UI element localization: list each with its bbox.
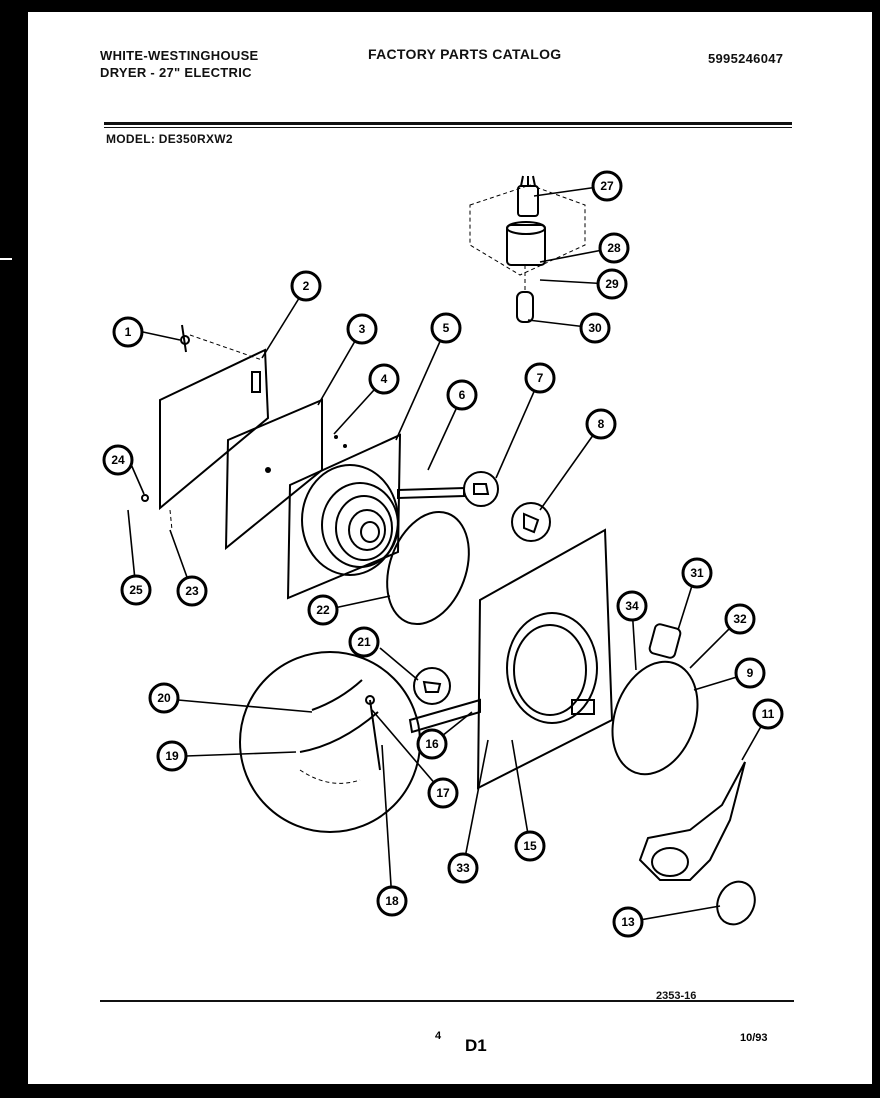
callout-27: 27 [591, 170, 623, 202]
callout-28: 28 [598, 232, 630, 264]
header-rule [104, 122, 792, 125]
callout-5: 5 [430, 312, 462, 344]
callout-17: 17 [427, 777, 459, 809]
svg-text:18: 18 [385, 894, 399, 908]
callout-29: 29 [596, 268, 628, 300]
svg-text:7: 7 [537, 371, 544, 385]
svg-text:23: 23 [185, 584, 199, 598]
door-seal-ring [386, 510, 470, 626]
svg-text:1: 1 [125, 325, 132, 339]
svg-text:15: 15 [523, 839, 537, 853]
svg-text:34: 34 [625, 599, 639, 613]
header-rule-thin [104, 127, 792, 128]
callout-1: 1 [112, 316, 144, 348]
callout-15: 15 [514, 830, 546, 862]
model-label: MODEL: [106, 132, 156, 146]
callout-22: 22 [307, 594, 339, 626]
callout-13: 13 [612, 906, 644, 938]
svg-text:6: 6 [459, 388, 466, 402]
callout-4: 4 [368, 363, 400, 395]
door-outer-panel [141, 324, 270, 531]
document-number: 5995246047 [708, 51, 784, 66]
callout-31: 31 [681, 557, 713, 589]
callout-24: 24 [102, 444, 134, 476]
svg-text:20: 20 [157, 691, 171, 705]
svg-text:9: 9 [747, 666, 754, 680]
model-line: MODEL: DE350RXW2 [106, 132, 233, 146]
callout-3: 3 [346, 313, 378, 345]
callout-9: 9 [734, 657, 766, 689]
duct-ring [716, 880, 756, 926]
callout-6: 6 [446, 379, 478, 411]
section-code: D1 [465, 1036, 487, 1055]
svg-text:17: 17 [436, 786, 450, 800]
callout-11: 11 [752, 698, 784, 730]
callout-30: 30 [579, 312, 611, 344]
motor-assembly [469, 175, 586, 323]
door-liner [286, 433, 402, 600]
svg-text:24: 24 [111, 453, 125, 467]
svg-text:28: 28 [607, 241, 621, 255]
callout-25: 25 [120, 574, 152, 606]
small-parts-magnified [397, 471, 551, 705]
svg-text:30: 30 [588, 321, 602, 335]
callout-16: 16 [416, 728, 448, 760]
svg-text:5: 5 [443, 321, 450, 335]
callout-33: 33 [447, 852, 479, 884]
svg-text:32: 32 [733, 612, 747, 626]
svg-text:31: 31 [690, 566, 704, 580]
callout-7: 7 [524, 362, 556, 394]
lint-duct [638, 761, 746, 881]
model-number: DE350RXW2 [158, 132, 233, 146]
callout-32: 32 [724, 603, 756, 635]
svg-text:4: 4 [381, 372, 388, 386]
catalog-title: FACTORY PARTS CATALOG [368, 46, 562, 62]
latch-strike [648, 623, 682, 659]
catalog-sheet: WHITE-WESTINGHOUSE DRYER - 27" ELECTRIC … [28, 12, 872, 1084]
brand-name: WHITE-WESTINGHOUSE [100, 48, 259, 63]
front-panel [476, 528, 614, 790]
svg-text:29: 29 [605, 277, 619, 291]
callout-23: 23 [176, 575, 208, 607]
svg-text:27: 27 [600, 179, 614, 193]
svg-text:8: 8 [598, 417, 605, 431]
footer-rule [100, 1000, 794, 1002]
svg-text:2: 2 [303, 279, 310, 293]
product-description: DRYER - 27" ELECTRIC [100, 65, 252, 80]
callout-34: 34 [616, 590, 648, 622]
revision-date: 10/93 [740, 1032, 768, 1044]
svg-text:11: 11 [762, 707, 775, 721]
page-number: 4 [435, 1030, 442, 1042]
callout-2: 2 [290, 270, 322, 302]
svg-text:13: 13 [621, 915, 635, 929]
svg-text:25: 25 [129, 583, 143, 597]
scan-edge-mark [0, 258, 12, 260]
callout-20: 20 [148, 682, 180, 714]
svg-text:33: 33 [456, 861, 470, 875]
drawing-number: 2353-16 [656, 990, 697, 1002]
svg-text:21: 21 [357, 635, 371, 649]
svg-text:19: 19 [165, 749, 179, 763]
callout-18: 18 [376, 885, 408, 917]
leader-lines [127, 185, 769, 923]
svg-text:22: 22 [316, 603, 330, 617]
svg-text:3: 3 [359, 322, 366, 336]
svg-text:16: 16 [425, 737, 439, 751]
callout-8: 8 [585, 408, 617, 440]
callout-19: 19 [156, 740, 188, 772]
front-seal [611, 660, 699, 776]
door-inner-panel [224, 398, 347, 551]
callout-21: 21 [348, 626, 380, 658]
